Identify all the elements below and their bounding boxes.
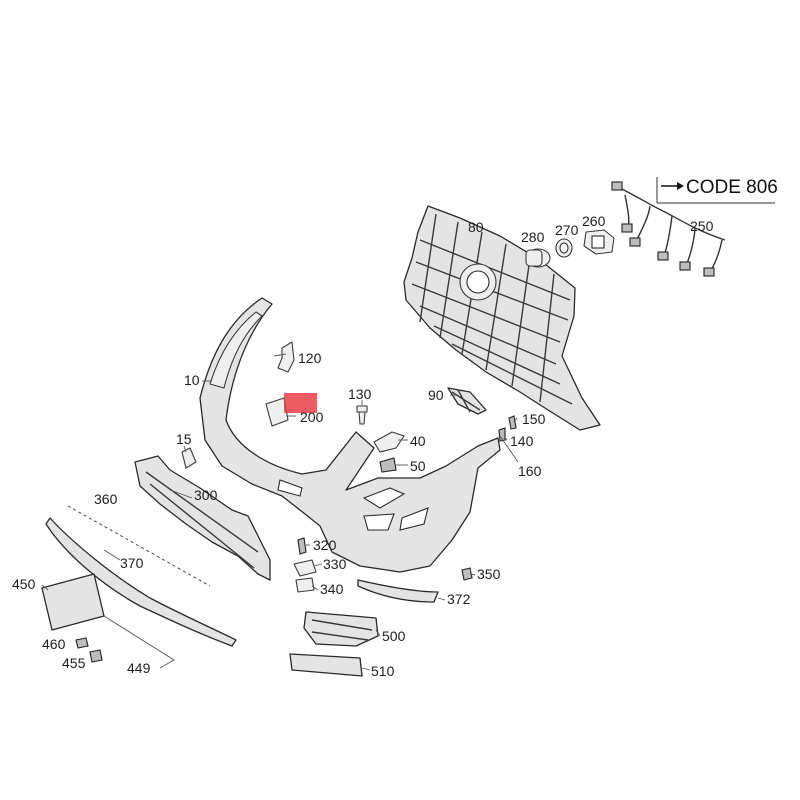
label-260: 260: [582, 213, 606, 229]
label-200: 200: [300, 409, 324, 425]
label-300: 300: [194, 487, 218, 503]
lower-grille-500: [303, 611, 379, 647]
label-270: 270: [555, 222, 579, 238]
label-140: 140: [510, 433, 534, 449]
clip-130: [356, 405, 368, 425]
label-360: 360: [94, 491, 118, 507]
arrow-right-icon: [661, 182, 684, 190]
label-340: 340: [320, 581, 344, 597]
bracket-330: [293, 559, 317, 577]
label-372: 372: [447, 591, 471, 607]
label-90: 90: [428, 387, 444, 403]
screw-460: [75, 637, 89, 649]
screw-150: [508, 415, 517, 430]
label-370: 370: [120, 555, 144, 571]
label-450: 450: [12, 576, 36, 592]
label-320: 320: [313, 537, 337, 553]
label-40: 40: [410, 433, 426, 449]
module-200: [265, 393, 317, 427]
part-labels: 10 15 40 50 80 90 120 130 140 150 160 20…: [12, 213, 714, 679]
label-280: 280: [521, 229, 545, 245]
screw-320: [297, 537, 307, 555]
label-10: 10: [184, 372, 200, 388]
label-15: 15: [176, 431, 192, 447]
bracket-120: [277, 341, 295, 373]
clip-140: [498, 427, 506, 442]
clip-50: [379, 457, 397, 473]
highlight-marker: [284, 393, 317, 413]
sensor-bracket-260: [583, 229, 615, 255]
label-130: 130: [348, 386, 372, 402]
bracket-15: [181, 447, 197, 469]
label-330: 330: [323, 556, 347, 572]
cover-40: [373, 431, 405, 453]
bracket-340: [295, 577, 315, 593]
label-500: 500: [382, 628, 406, 644]
bumper-cover: [199, 297, 501, 573]
label-160: 160: [518, 463, 542, 479]
wiring-harness: [611, 181, 726, 277]
label-350: 350: [477, 566, 501, 582]
grille: [403, 205, 601, 431]
code-806-label: CODE 806: [686, 177, 778, 198]
label-449: 449: [127, 660, 151, 676]
label-510: 510: [371, 663, 395, 679]
impact-absorber: [134, 455, 271, 581]
clip-350: [461, 567, 473, 581]
sensor-ring-270: [555, 238, 573, 258]
trim-510: [289, 653, 363, 677]
screw-455: [89, 649, 103, 663]
label-460: 460: [42, 636, 66, 652]
label-250: 250: [690, 218, 714, 234]
label-80: 80: [468, 219, 484, 235]
label-50: 50: [410, 458, 426, 474]
label-150: 150: [522, 411, 546, 427]
leader-lines: [41, 353, 519, 671]
label-120: 120: [298, 350, 322, 366]
parking-sensor-280: [525, 248, 551, 268]
grille-insert-90: [447, 387, 487, 415]
plate-holder-450: [41, 573, 105, 631]
trim-372: [357, 579, 439, 603]
label-455: 455: [62, 655, 86, 671]
code-806-callout: CODE 806: [656, 177, 778, 204]
